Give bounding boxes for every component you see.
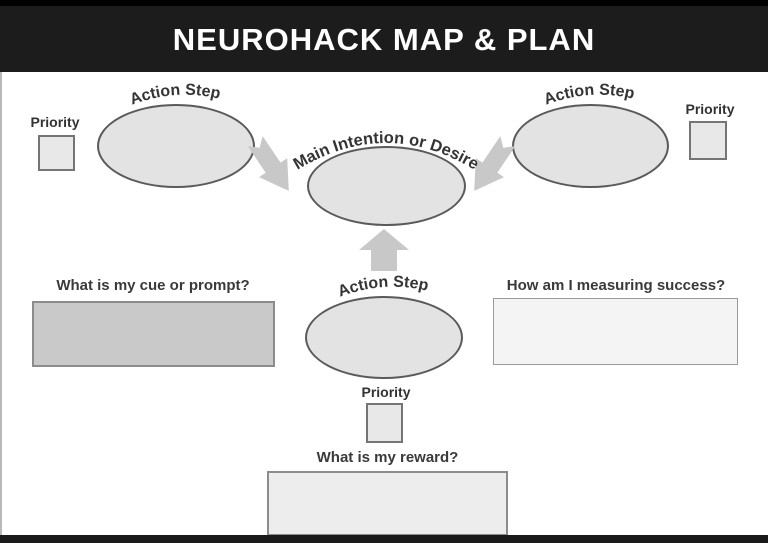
main-intention-ellipse[interactable] bbox=[307, 146, 466, 226]
bottom-edge-bar bbox=[0, 535, 768, 543]
priority-checkbox-bottom[interactable] bbox=[366, 403, 403, 443]
action-step-ellipse-left[interactable] bbox=[97, 104, 255, 188]
action-step-ellipse-bottom[interactable] bbox=[305, 296, 463, 379]
priority-label-bottom: Priority bbox=[361, 384, 411, 400]
action-step-ellipse-right[interactable] bbox=[512, 104, 669, 188]
page-title: NEUROHACK MAP & PLAN bbox=[172, 22, 596, 57]
priority-checkbox-right[interactable] bbox=[689, 121, 727, 160]
arrow-bottom-to-center bbox=[359, 229, 409, 271]
success-question-heading: How am I measuring success? bbox=[506, 277, 726, 294]
header-bar: NEUROHACK MAP & PLAN bbox=[0, 0, 768, 72]
reward-answer-box[interactable] bbox=[267, 471, 508, 536]
left-edge-line bbox=[0, 72, 2, 535]
priority-checkbox-left[interactable] bbox=[38, 135, 75, 171]
cue-answer-box[interactable] bbox=[32, 301, 275, 367]
cue-question-heading: What is my cue or prompt? bbox=[56, 277, 250, 294]
reward-question-heading: What is my reward? bbox=[316, 449, 459, 466]
priority-label-left: Priority bbox=[30, 114, 80, 130]
priority-label-right: Priority bbox=[685, 101, 735, 117]
success-answer-box[interactable] bbox=[493, 298, 738, 365]
